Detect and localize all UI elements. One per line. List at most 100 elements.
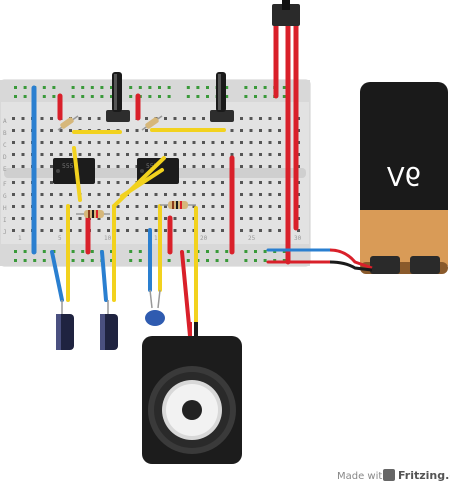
breadboard-hole	[211, 141, 215, 144]
potentiometer-right[interactable]	[210, 72, 234, 122]
breadboard-hole	[40, 205, 44, 208]
rail-hole	[23, 250, 27, 253]
breadboard-hole	[183, 229, 186, 232]
breadboard-hole	[154, 193, 158, 196]
breadboard-hole	[97, 229, 101, 232]
breadboard-hole	[50, 217, 53, 220]
column-number: 20	[200, 235, 208, 242]
row-letter: A	[3, 118, 7, 125]
breadboard-hole	[278, 117, 281, 120]
breadboard-hole	[240, 181, 243, 184]
row-letter: G	[3, 193, 7, 200]
breadboard-hole	[59, 141, 63, 144]
wire-yellow[interactable]	[120, 168, 164, 198]
breadboard-hole	[40, 193, 44, 196]
rail-hole	[263, 259, 267, 262]
breadboard-hole	[268, 229, 272, 232]
breadboard-hole	[145, 129, 148, 132]
rail-hole	[254, 86, 257, 89]
speaker[interactable]	[142, 322, 242, 464]
breadboard-hole	[126, 205, 129, 208]
breadboard-hole	[278, 217, 281, 220]
breadboard-hole	[211, 193, 215, 196]
breadboard-hole	[12, 193, 15, 196]
breadboard-hole	[97, 117, 101, 120]
ic-555-left[interactable]: 555	[53, 158, 95, 184]
breadboard-hole	[297, 229, 300, 232]
electrolytic-capacitor[interactable]	[100, 300, 118, 350]
row-letter: B	[3, 130, 7, 137]
potentiometer-left[interactable]	[106, 72, 130, 122]
breadboard-hole	[59, 217, 63, 220]
breadboard-hole	[192, 165, 196, 168]
rail-hole	[129, 86, 133, 89]
breadboard-hole	[40, 141, 44, 144]
breadboard-hole	[78, 217, 82, 220]
breadboard-hole	[59, 129, 63, 132]
wire-yellow[interactable]	[112, 156, 166, 208]
breadboard-hole	[126, 181, 129, 184]
breadboard-hole	[50, 193, 53, 196]
breadboard-hole	[211, 229, 215, 232]
breadboard-hole	[164, 217, 167, 220]
breadboard-hole	[240, 229, 243, 232]
breadboard-hole	[259, 117, 262, 120]
column-number: 10	[104, 235, 112, 242]
rail-hole	[42, 86, 46, 89]
resistor[interactable]	[76, 210, 110, 218]
rail-hole	[282, 95, 286, 98]
rail-hole	[186, 86, 190, 89]
battery-9v[interactable]: 9V	[329, 82, 448, 274]
row-letter: F	[3, 181, 7, 188]
row-letter: C	[3, 142, 7, 149]
breadboard-hole	[192, 181, 196, 184]
breadboard-hole	[107, 217, 110, 220]
breadboard-hole	[50, 205, 53, 208]
rail-hole	[71, 86, 75, 89]
breadboard-hole	[107, 205, 110, 208]
breadboard-hole	[97, 181, 101, 184]
wire-blue[interactable]	[50, 250, 64, 302]
rail-hole	[196, 86, 200, 89]
slide-switch[interactable]	[272, 0, 300, 26]
rail-hole	[244, 86, 248, 89]
breadboard-hole	[249, 153, 253, 156]
rail-hole	[254, 259, 257, 262]
breadboard-hole	[88, 117, 91, 120]
breadboard-hole	[12, 217, 15, 220]
breadboard-hole	[116, 153, 120, 156]
wire-yellow[interactable]	[72, 146, 82, 202]
rail-hole	[110, 95, 113, 98]
rail-hole	[52, 95, 56, 98]
breadboard-hole	[88, 153, 91, 156]
breadboard-hole	[202, 229, 205, 232]
breadboard-hole	[126, 229, 129, 232]
resistor[interactable]	[57, 115, 79, 131]
breadboard-hole	[59, 229, 63, 232]
resistor[interactable]	[141, 115, 163, 131]
breadboard-hole	[135, 229, 139, 232]
breadboard-hole	[183, 165, 186, 168]
ceramic-capacitor[interactable]	[145, 289, 165, 326]
breadboard-hole	[278, 205, 281, 208]
rail-hole	[158, 86, 161, 89]
breadboard-hole	[40, 153, 44, 156]
breadboard-hole	[145, 141, 148, 144]
breadboard-hole	[40, 129, 44, 132]
breadboard-hole	[192, 141, 196, 144]
rail-hole	[167, 95, 171, 98]
rail-hole	[225, 250, 229, 253]
breadboard-hole	[202, 117, 205, 120]
rail-hole	[14, 86, 17, 89]
electrolytic-capacitor[interactable]	[56, 300, 74, 350]
wire-blue[interactable]	[100, 250, 108, 302]
resistor[interactable]	[160, 201, 196, 209]
breadboard-hole	[97, 153, 101, 156]
breadboard-hole	[211, 153, 215, 156]
rail-hole	[23, 259, 27, 262]
breadboard-hole	[21, 165, 25, 168]
rail-hole	[81, 86, 85, 89]
breadboard-hole	[259, 181, 262, 184]
breadboard-hole	[192, 193, 196, 196]
breadboard-hole	[78, 153, 82, 156]
